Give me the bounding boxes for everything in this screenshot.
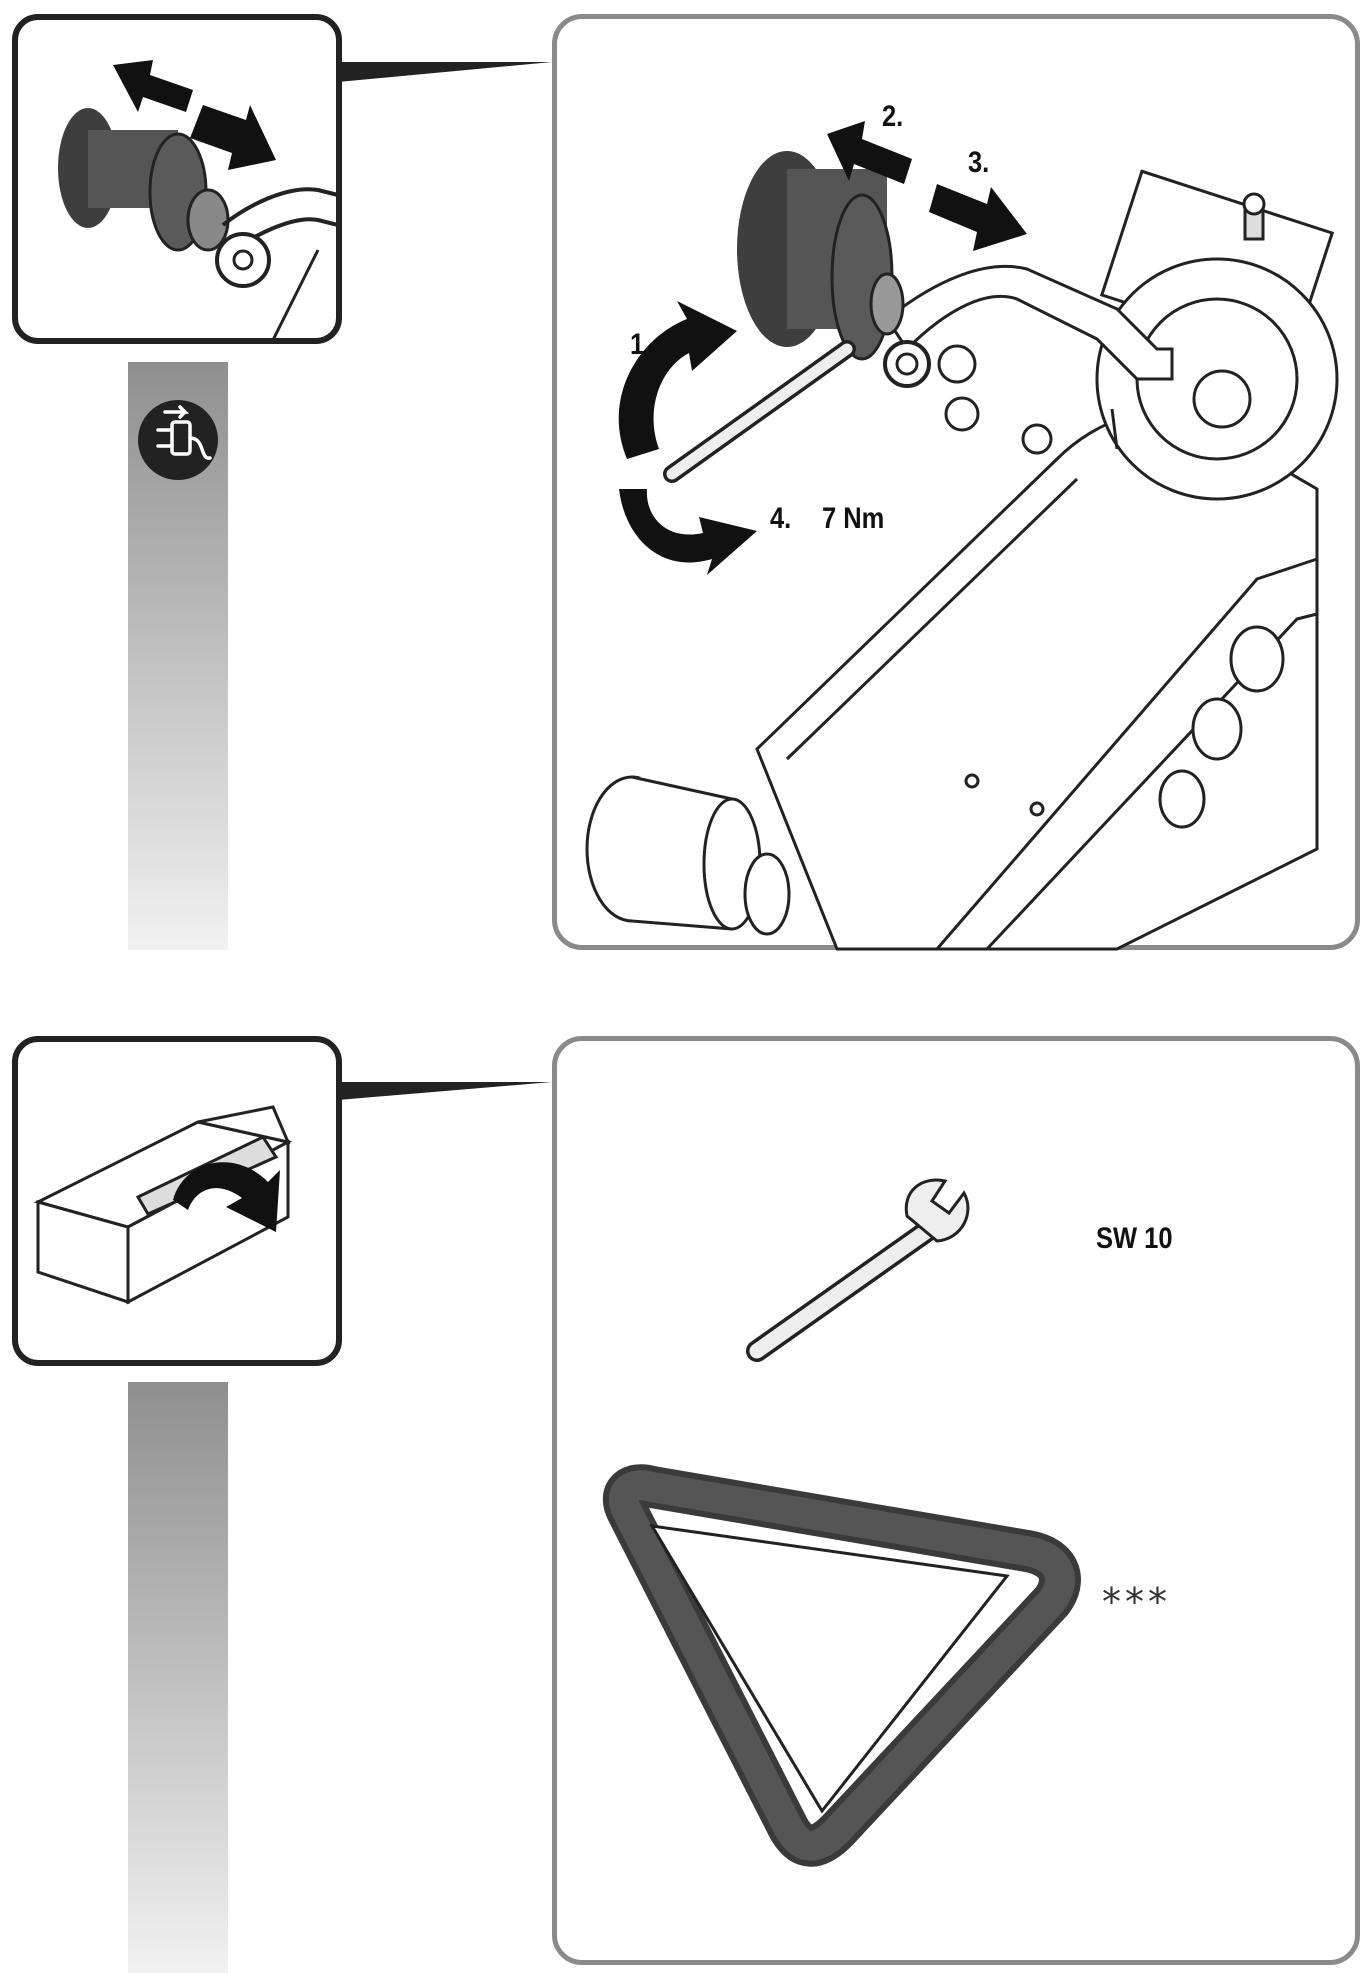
tighten-arrow-icon: [619, 489, 757, 575]
label-torque: 7 Nm: [822, 502, 885, 535]
label-step-tighten: 4.: [770, 502, 792, 535]
roller-detail-illustration: [58, 60, 339, 341]
label-step-rotate: 1.: [630, 328, 652, 361]
push-in-arrow-icon: [929, 184, 1027, 251]
roller-assembly-illustration: [585, 121, 1339, 951]
sanding-belt-icon: [602, 1464, 1081, 1867]
step2-main-panel: [552, 1036, 1360, 1965]
pull-out-arrow-icon: [827, 121, 912, 184]
swing-arm-icon: [215, 187, 339, 341]
tools-illustration: [602, 1178, 1081, 1867]
hex-key-tool-icon: [663, 340, 856, 483]
label-step-pull: 2.: [882, 100, 904, 133]
label-wrench-size: SW 10: [1096, 1222, 1173, 1255]
upper-roller-icon: [737, 151, 931, 388]
roller-icon: [58, 108, 230, 252]
swing-arm-icon: [884, 264, 1174, 455]
step2-side-bar: [128, 1382, 228, 1973]
lower-roller-icon: [585, 775, 791, 936]
step2-thumbnail: [12, 1036, 342, 1366]
step1-main-panel: [552, 14, 1360, 951]
label-belt-note: ***: [1102, 1580, 1171, 1624]
step1-thumbnail: [12, 14, 342, 344]
slide-arrows-icon: [113, 60, 276, 170]
wrench-icon: [746, 1178, 970, 1362]
label-step-push: 3.: [968, 146, 990, 179]
motor-housing-icon: [1095, 169, 1339, 501]
open-box-icon: [33, 1105, 293, 1305]
rotate-open-arrow-icon: [618, 301, 737, 459]
